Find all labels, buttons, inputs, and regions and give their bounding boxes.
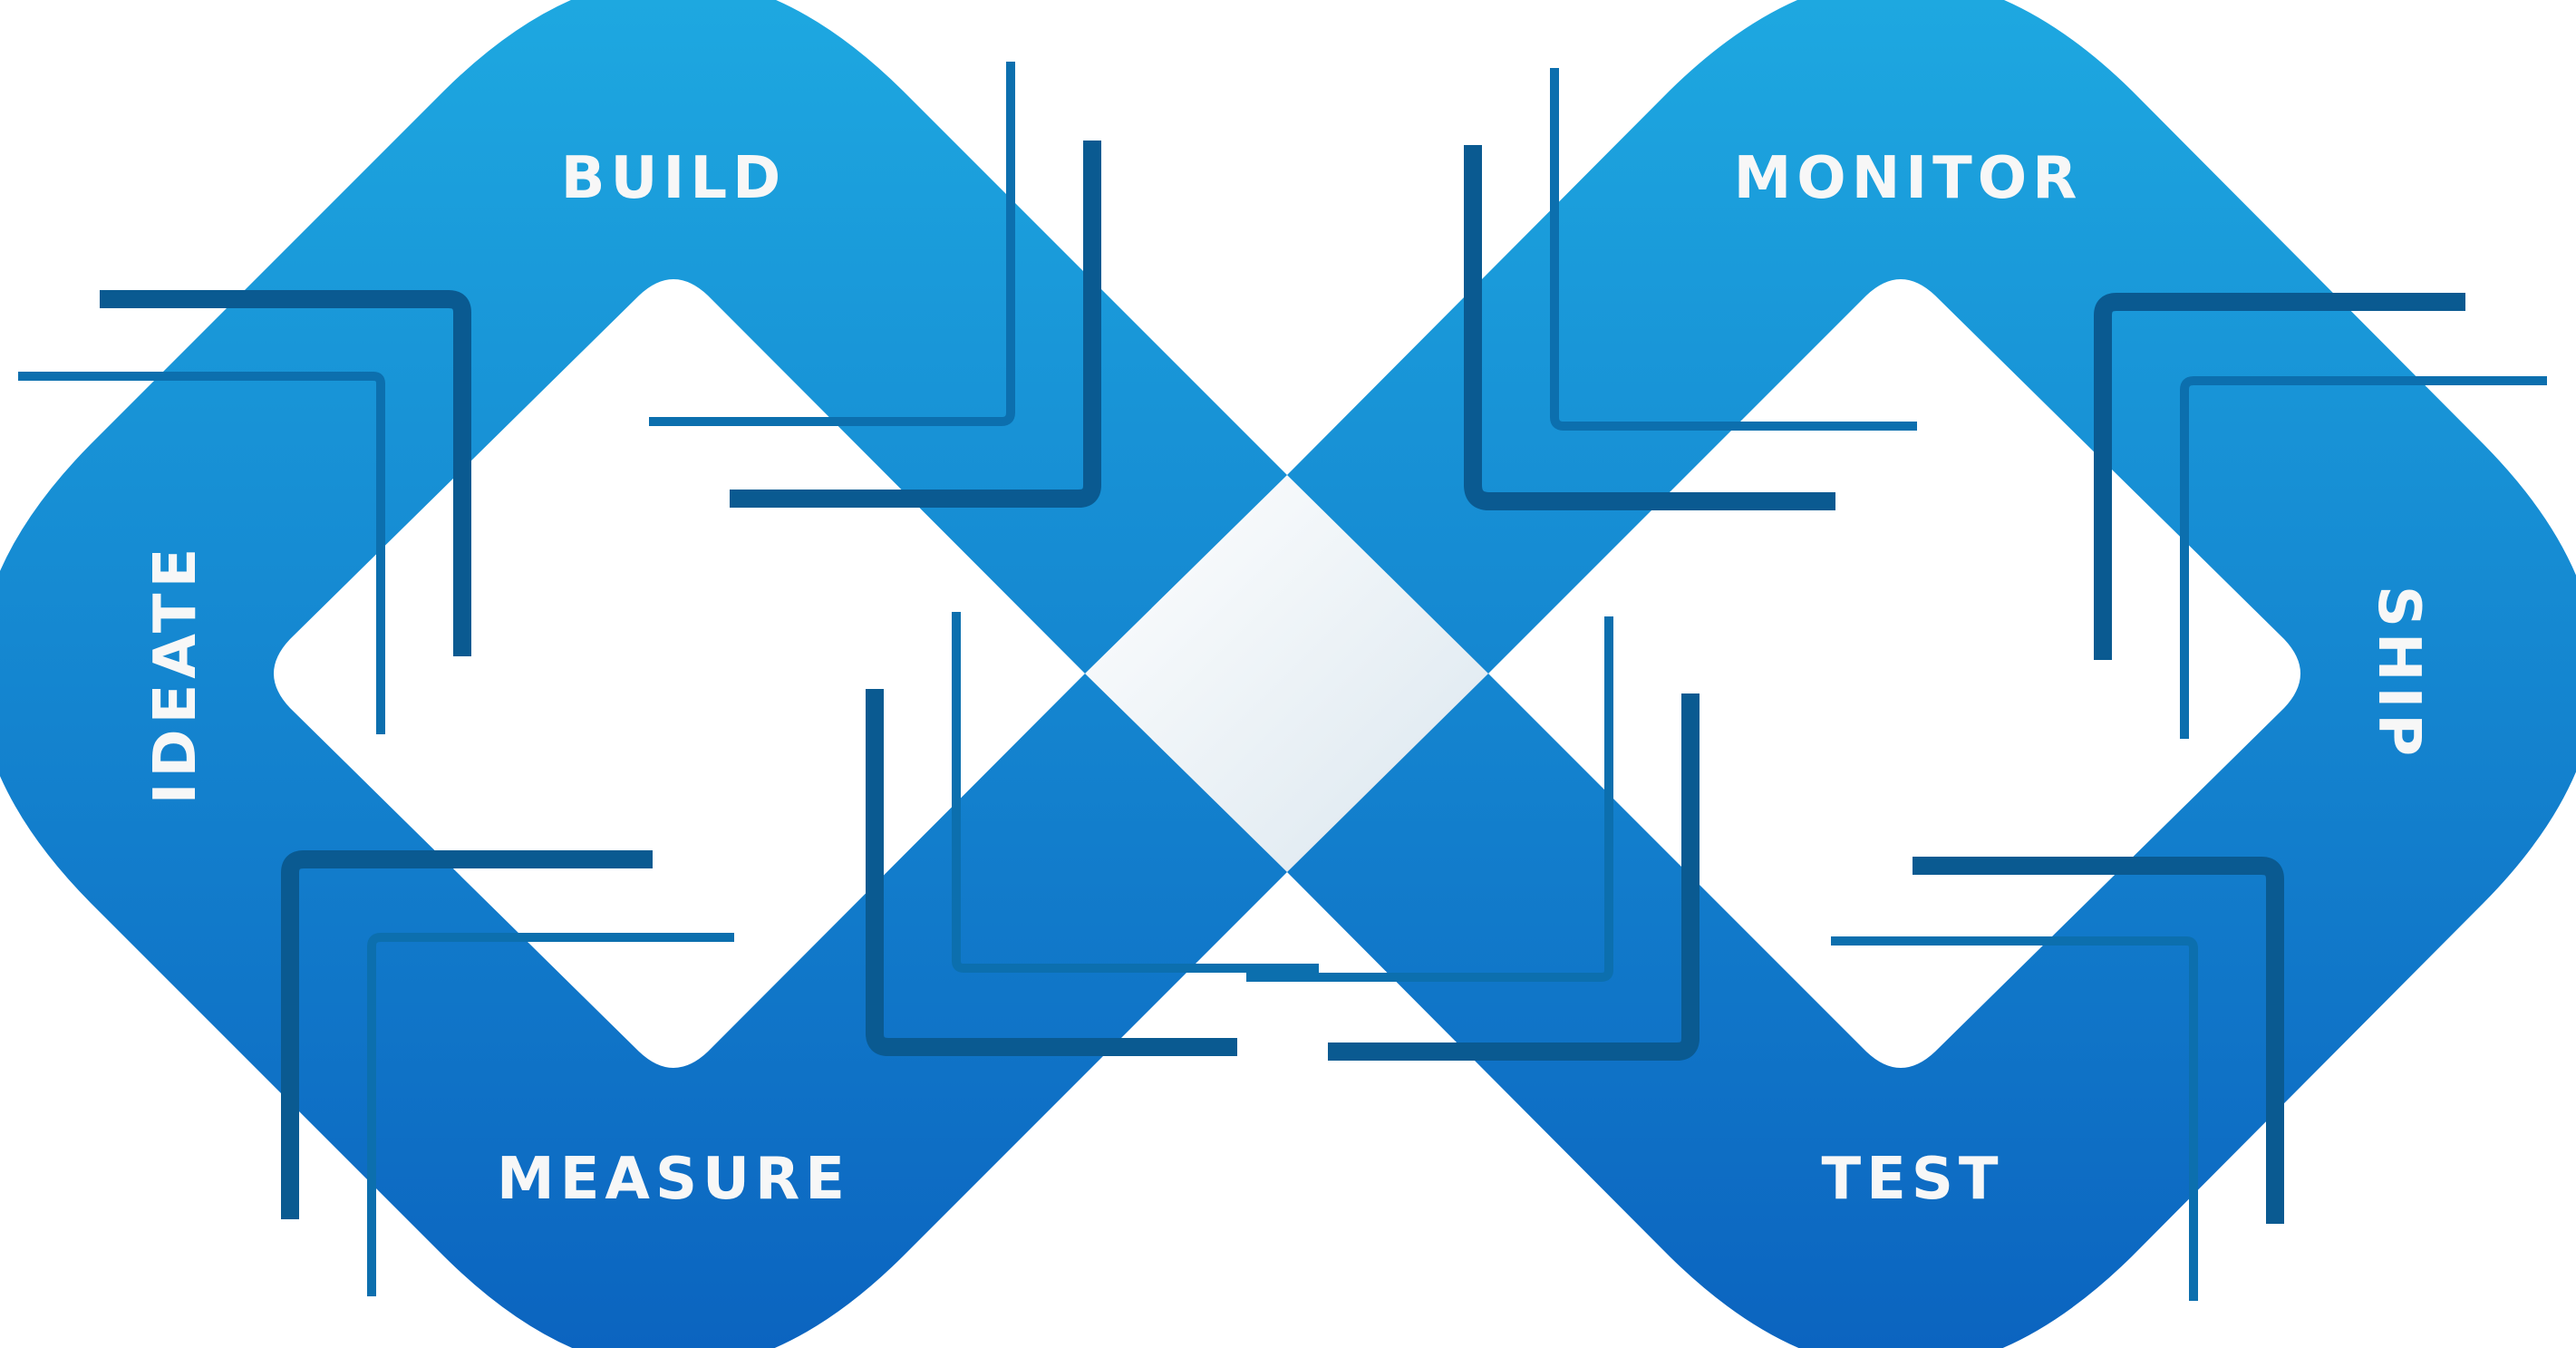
bracket-measure-inner [367,933,734,1296]
bracket-build-inner [649,62,1015,426]
bracket-center-left-outer [866,689,1237,1056]
stage-label-monitor: MONITOR [1734,145,2083,212]
bracket-ideate-inner [18,372,385,734]
stage-label-test: TEST [1821,1146,2003,1213]
right-loop [1287,0,2576,1348]
left-loop-band [0,0,1287,1348]
bracket-build-outer [730,141,1101,508]
bracket-center-left-inner [952,612,1319,973]
stage-label-ideate: IDEATE [142,543,209,805]
stage-label-build: BUILD [561,145,786,212]
bracket-measure-outer [281,850,653,1219]
right-loop-band [1287,0,2576,1348]
stage-label-measure: MEASURE [497,1146,850,1213]
bracket-ship-inner [2180,376,2547,739]
crossing-shadow [1085,475,1488,872]
bracket-monitor-outer [1464,145,1835,510]
bracket-test-outer [1913,857,2284,1224]
bracket-test-inner [1831,936,2198,1301]
bracket-center-right-outer [1328,693,1700,1061]
decorative-brackets [18,62,2547,1301]
stage-label-ship: SHIP [2365,586,2432,761]
bracket-center-right-inner [1246,616,1613,982]
bracket-monitor-inner [1550,68,1917,431]
left-loop [0,0,1287,1348]
bracket-ideate-outer [100,290,471,656]
bracket-ship-outer [2094,293,2465,660]
